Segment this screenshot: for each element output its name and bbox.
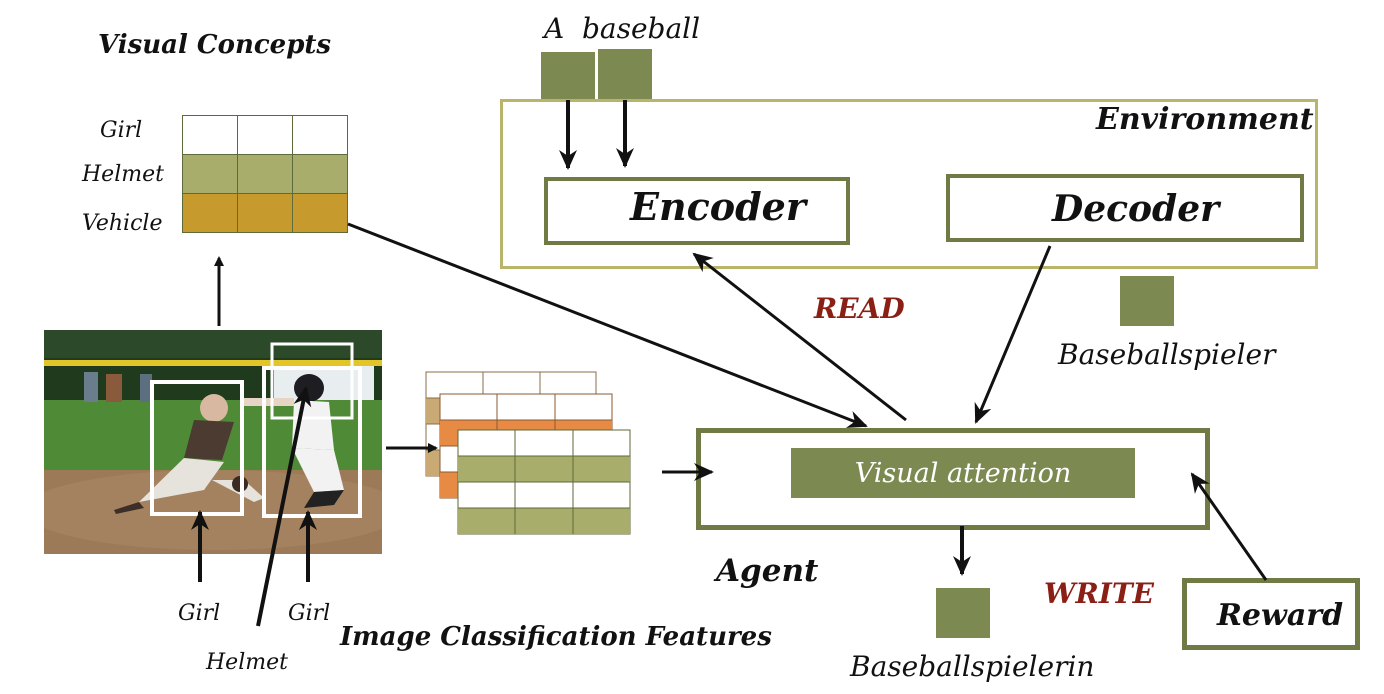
feature-stack bbox=[425, 371, 631, 535]
output-word: Baseballspielerin bbox=[850, 650, 1095, 683]
arrow-decoder-to-agent bbox=[974, 245, 1052, 424]
decoder-output-word: Baseballspieler bbox=[1058, 338, 1276, 371]
agent-label: Agent bbox=[716, 553, 819, 589]
encoder-label: Encoder bbox=[630, 184, 806, 229]
reward-label: Reward bbox=[1217, 598, 1344, 633]
image-label-girl-right: Girl bbox=[288, 601, 331, 626]
concept-row-helmet bbox=[182, 154, 348, 194]
concept-label-girl: Girl bbox=[100, 118, 143, 143]
read-label: READ bbox=[814, 292, 905, 325]
source-token-baseball bbox=[598, 49, 652, 99]
decoder-label: Decoder bbox=[1052, 188, 1220, 230]
source-word-a: A bbox=[544, 12, 565, 45]
environment-box bbox=[500, 99, 1318, 269]
source-token-a bbox=[541, 52, 595, 100]
concept-row-vehicle bbox=[182, 193, 348, 233]
concept-label-vehicle: Vehicle bbox=[82, 211, 163, 236]
reward-box bbox=[1182, 578, 1360, 650]
features-label: Image Classification Features bbox=[340, 622, 772, 652]
visual-attention-label: Visual attention bbox=[854, 458, 1072, 489]
write-label: WRITE bbox=[1044, 577, 1154, 610]
visual-concepts-title: Visual Concepts bbox=[98, 30, 332, 60]
visual-attention-bar bbox=[791, 448, 1135, 498]
decoder-box bbox=[946, 174, 1304, 242]
source-word-baseball: baseball bbox=[582, 12, 701, 45]
output-token bbox=[936, 588, 990, 638]
environment-label: Environment bbox=[1096, 102, 1314, 137]
baseball-photo bbox=[44, 330, 382, 554]
arrow-agent-read-to-encoder bbox=[692, 252, 907, 422]
concept-label-helmet: Helmet bbox=[82, 162, 164, 187]
image-label-girl-left: Girl bbox=[178, 601, 221, 626]
baseball-photo-illustration bbox=[44, 330, 382, 554]
concept-grid bbox=[182, 115, 348, 233]
decoder-output-token bbox=[1120, 276, 1174, 326]
feature-map-front bbox=[457, 429, 631, 535]
image-label-helmet: Helmet bbox=[206, 650, 288, 675]
concept-row-girl bbox=[182, 115, 348, 155]
